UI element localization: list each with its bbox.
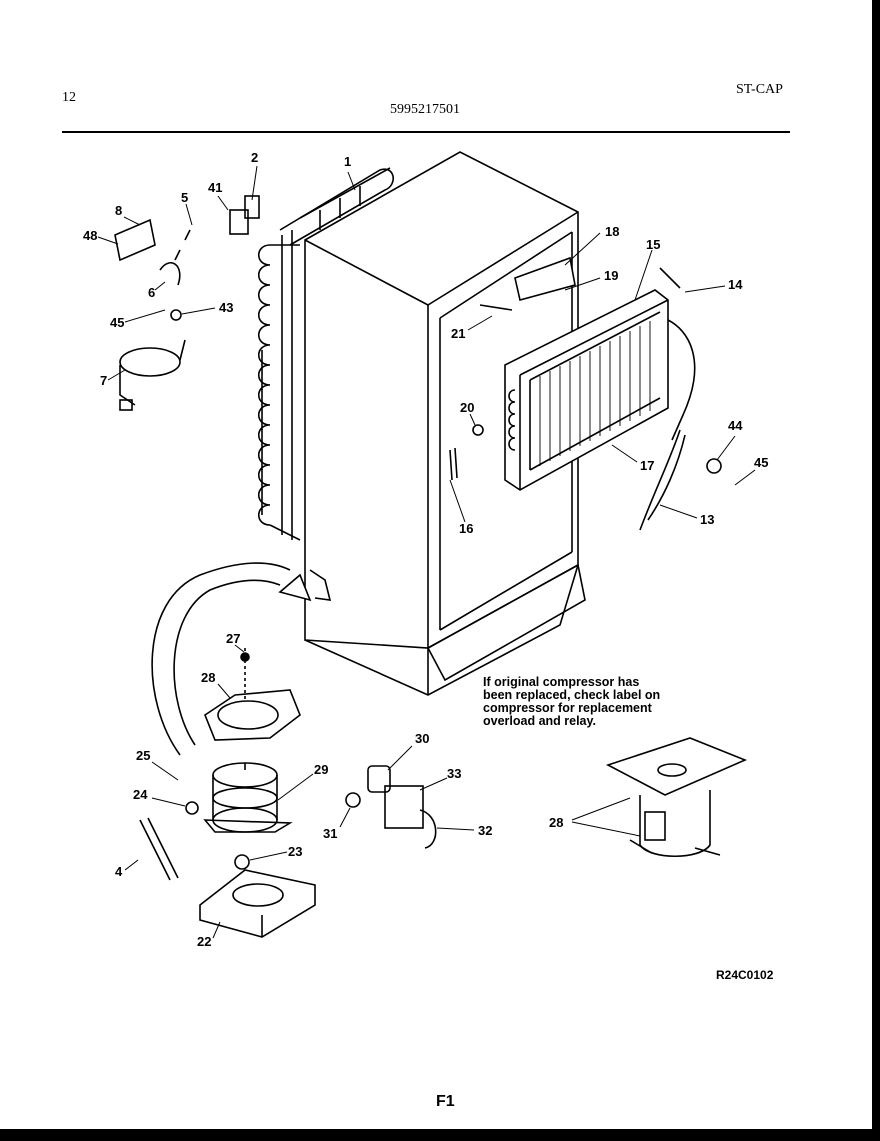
power-cord xyxy=(119,339,186,411)
callout-5: 5 xyxy=(181,190,188,205)
callout-17: 17 xyxy=(640,458,654,473)
compressor xyxy=(203,762,293,833)
drain-tube xyxy=(151,562,332,756)
callout-14: 14 xyxy=(728,277,743,292)
callout-labels: 1 2 41 5 8 48 6 45 43 7 18 15 19 14 21 2… xyxy=(83,150,768,949)
callout-4: 4 xyxy=(115,864,123,879)
callout-41: 41 xyxy=(208,180,222,195)
callout-25: 25 xyxy=(136,748,150,763)
refrigerator-cabinet xyxy=(304,151,586,696)
callout-22: 22 xyxy=(197,934,211,949)
callout-30: 30 xyxy=(415,731,429,746)
note-line: compressor for replacement xyxy=(483,701,652,715)
model-number: 5995217501 xyxy=(390,102,460,117)
leader-lines xyxy=(97,165,756,939)
capillary-tube xyxy=(639,429,686,531)
callout-2: 2 xyxy=(251,150,258,165)
callout-23: 23 xyxy=(288,844,302,859)
callout-45-left: 45 xyxy=(110,315,124,330)
callout-32: 32 xyxy=(478,823,492,838)
callout-27: 27 xyxy=(226,631,240,646)
note-line: If original compressor has xyxy=(483,675,640,689)
compressor-base xyxy=(199,869,316,938)
callout-18: 18 xyxy=(605,224,619,239)
cord-bracket xyxy=(114,195,260,321)
callout-24: 24 xyxy=(133,787,148,802)
callout-45-right: 45 xyxy=(754,455,768,470)
relay-overload-parts xyxy=(139,765,437,881)
callout-31: 31 xyxy=(323,826,337,841)
note-line: overload and relay. xyxy=(483,714,597,728)
callout-19: 19 xyxy=(604,268,618,283)
header-rule xyxy=(62,131,790,133)
callout-13: 13 xyxy=(700,512,714,527)
callout-7: 7 xyxy=(100,373,107,388)
callout-48: 48 xyxy=(83,228,97,243)
condenser-coil xyxy=(257,167,394,541)
replacement-compressor xyxy=(605,737,748,858)
callout-28-left: 28 xyxy=(201,670,215,685)
callout-1: 1 xyxy=(344,154,351,169)
callout-8: 8 xyxy=(115,203,122,218)
note-line: been replaced, check label on xyxy=(483,688,661,702)
callout-20: 20 xyxy=(460,400,474,415)
drain-pan xyxy=(204,648,301,741)
diagram-code: ST-CAP xyxy=(736,82,783,97)
compressor-note: If original compressor has been replaced… xyxy=(483,676,723,728)
figure-label: F1 xyxy=(436,1093,455,1110)
reference-code: R24C0102 xyxy=(716,968,774,982)
callout-15: 15 xyxy=(646,237,660,252)
callout-16: 16 xyxy=(459,521,473,536)
callout-28-right: 28 xyxy=(549,815,563,830)
callout-43: 43 xyxy=(219,300,233,315)
callout-6: 6 xyxy=(148,285,155,300)
callout-44: 44 xyxy=(728,418,743,433)
evaporator xyxy=(504,267,696,491)
callout-29: 29 xyxy=(314,762,328,777)
page-number: 12 xyxy=(62,90,76,105)
cabinet-small-parts xyxy=(449,256,722,481)
callout-33: 33 xyxy=(447,766,461,781)
callout-21: 21 xyxy=(451,326,465,341)
